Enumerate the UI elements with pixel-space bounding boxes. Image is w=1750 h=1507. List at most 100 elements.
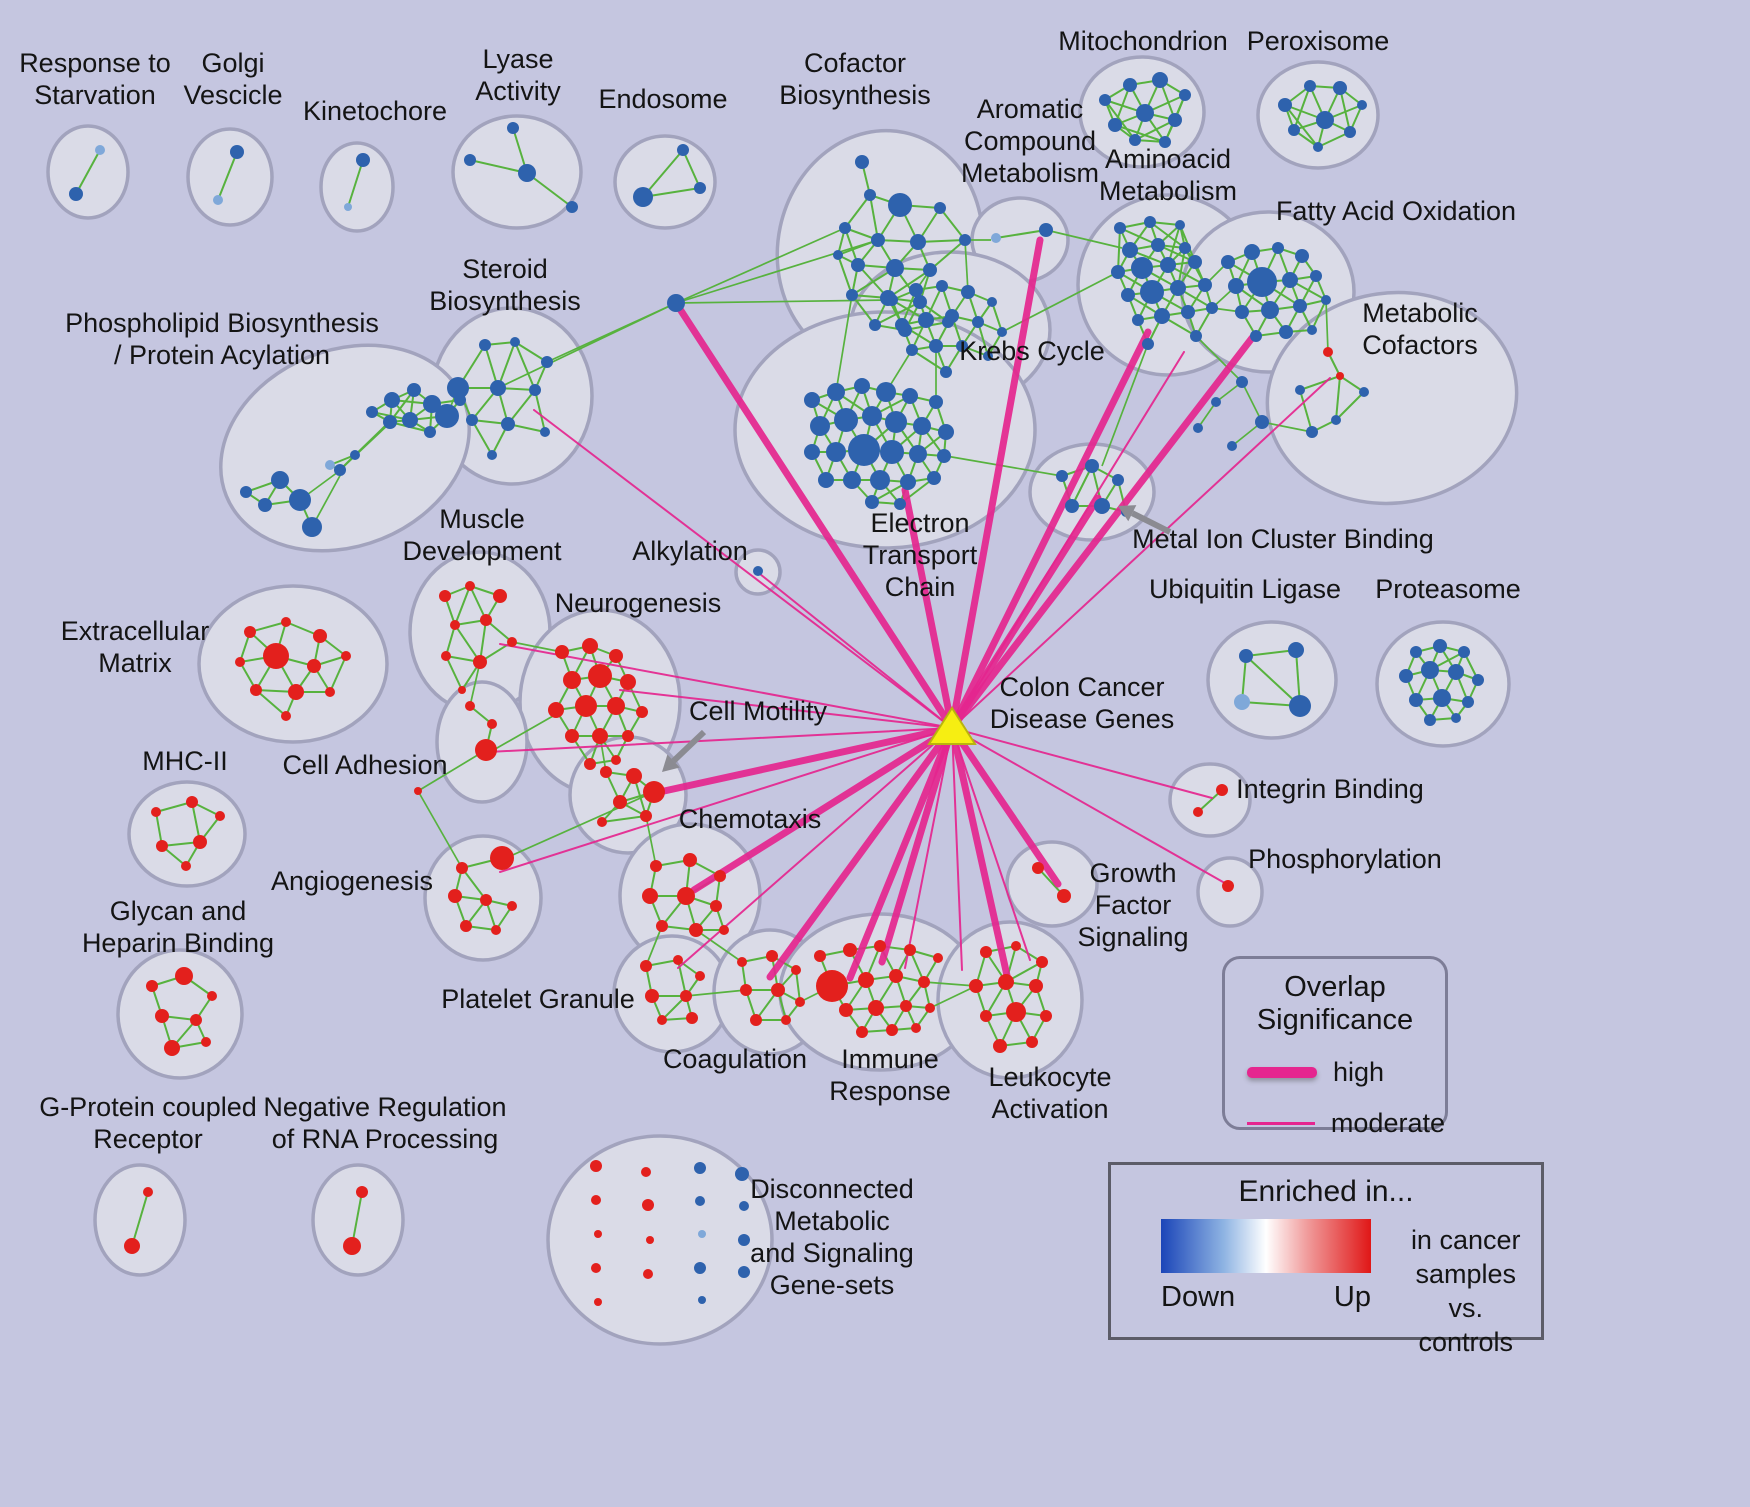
cluster-label-chemotaxis: Chemotaxis (679, 804, 822, 834)
green-edge (851, 294, 876, 326)
gene-set-node (1144, 216, 1156, 228)
gene-set-node (843, 943, 857, 957)
gene-set-node (454, 394, 466, 406)
enrichment-gradient-block: Down Up (1161, 1219, 1390, 1314)
green-link-edge (675, 227, 846, 304)
gene-set-node (1114, 222, 1126, 234)
gene-set-node (650, 860, 662, 872)
gene-set-node (851, 258, 865, 272)
gene-set-node (350, 450, 360, 460)
gene-set-node (646, 1236, 654, 1244)
significance-high-row: high (1247, 1057, 1445, 1088)
gene-set-node (465, 581, 475, 591)
gene-set-node (1152, 72, 1168, 88)
gene-set-node (479, 339, 491, 351)
green-edge (795, 969, 801, 1003)
gene-set-node (155, 1009, 169, 1023)
gene-set-node (643, 1269, 653, 1279)
gene-set-node (230, 145, 244, 159)
green-edge (131, 1191, 149, 1247)
green-edge (642, 149, 684, 198)
gene-set-node (900, 1000, 912, 1012)
green-edge (249, 621, 287, 633)
gene-set-node (271, 471, 289, 489)
gene-set-node (1057, 889, 1071, 903)
gene-set-node (698, 1230, 706, 1238)
gene-set-node (609, 649, 623, 663)
cluster-label-proteasome: Proteasome (1375, 574, 1521, 604)
gene-set-node (991, 233, 1001, 243)
gene-set-node (738, 1234, 750, 1246)
gene-set-node (1424, 714, 1436, 726)
gene-set-node (667, 294, 685, 312)
green-edge (255, 689, 287, 717)
gene-set-node (913, 295, 927, 309)
gene-set-node (186, 796, 198, 808)
significance-high-label: high (1333, 1057, 1385, 1087)
cluster-label-coagulation: Coagulation (663, 1044, 807, 1074)
gene-set-node (480, 614, 492, 626)
gene-set-node (591, 1263, 601, 1273)
gene-set-node (1036, 956, 1048, 968)
gene-set-node (1216, 784, 1228, 796)
cluster-label-phospholipid-biosynthesis: Phospholipid Biosynthesis/ Protein Acyla… (65, 308, 379, 370)
cluster-ellipse-extracellular-matrix (197, 584, 389, 744)
gene-set-node (325, 687, 335, 697)
green-link-edge (1045, 229, 1123, 249)
gene-set-node (818, 472, 834, 488)
enriched-legend-title: Enriched in... (1238, 1175, 1414, 1208)
gene-set-node (987, 297, 997, 307)
gene-set-node (719, 925, 729, 935)
gene-set-node (868, 1000, 884, 1016)
gene-set-node (1136, 104, 1154, 122)
gene-set-node (1409, 693, 1423, 707)
gene-set-node (843, 471, 861, 489)
annotation-arrow (1130, 510, 1172, 535)
gene-set-node (475, 739, 497, 761)
gene-set-node (795, 997, 805, 1007)
gene-set-node (622, 730, 634, 742)
gene-set-node (1011, 941, 1021, 951)
gene-set-node (771, 983, 785, 997)
gene-set-node (923, 263, 937, 277)
green-edge (1339, 87, 1351, 133)
gene-set-node (190, 1014, 202, 1026)
significance-edge-high (651, 724, 956, 797)
gene-set-node (694, 1262, 706, 1274)
gene-set-node (972, 316, 984, 328)
gene-set-node (781, 1015, 791, 1025)
cluster-label-kinetochore: Kinetochore (303, 96, 447, 126)
gene-set-node (594, 1230, 602, 1238)
gene-set-node (1122, 242, 1138, 258)
significance-edge-moderate (759, 573, 953, 729)
gene-set-node (1132, 314, 1144, 326)
gene-set-node (1040, 1010, 1052, 1022)
gene-set-node (356, 153, 370, 167)
gene-set-node (490, 380, 506, 396)
gene-set-node (441, 651, 451, 661)
gene-set-node (613, 795, 627, 809)
gene-set-node (961, 285, 975, 299)
gene-set-node (281, 711, 291, 721)
gene-set-node (439, 590, 451, 602)
gene-set-node (510, 337, 520, 347)
overlap-title-line-2: Significance (1256, 1004, 1414, 1036)
green-edge (911, 349, 947, 373)
gene-set-node (698, 1296, 706, 1304)
significance-edge-high (948, 724, 1012, 984)
green-edge (534, 389, 546, 433)
gene-set-node (876, 382, 896, 402)
cluster-label-angiogenesis: Angiogenesis (271, 866, 433, 896)
gene-set-node (414, 787, 422, 795)
gene-set-node (1321, 295, 1331, 305)
significance-edge-moderate (499, 643, 953, 729)
gene-set-node (1179, 242, 1191, 254)
green-edge (1114, 84, 1131, 126)
gene-set-node (880, 440, 904, 464)
gene-set-node (874, 940, 886, 952)
